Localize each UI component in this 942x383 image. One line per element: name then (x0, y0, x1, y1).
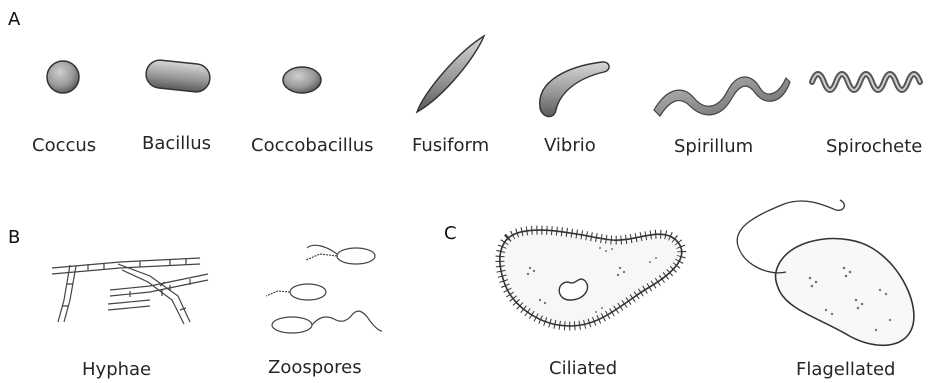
coccus-label: Coccus (32, 136, 96, 156)
bacillus-label: Bacillus (142, 134, 211, 154)
bacillus-shape (145, 59, 212, 94)
vibrio-shape (540, 62, 609, 117)
panel-c-letter: C (444, 224, 457, 244)
flagellated-label: Flagellated (796, 360, 895, 380)
flagellated-drawing (737, 200, 914, 345)
ciliated-drawing (500, 230, 682, 326)
ciliated-label: Ciliated (549, 359, 617, 379)
spirillum-label: Spirillum (674, 137, 753, 157)
panel-a-letter: A (8, 10, 20, 30)
fusiform-shape (417, 36, 484, 112)
panel-b-letter: B (8, 228, 20, 248)
spirochete-shape (812, 74, 920, 90)
hyphae-drawing (52, 258, 208, 324)
spirochete-label: Spirochete (826, 137, 922, 157)
fusiform-label: Fusiform (412, 136, 489, 156)
zoospores-drawing (266, 245, 382, 333)
coccobacillus-shape (283, 67, 321, 93)
coccobacillus-label: Coccobacillus (251, 136, 374, 156)
hyphae-label: Hyphae (82, 360, 151, 380)
coccus-shape (47, 61, 79, 93)
spirillum-shape (654, 77, 790, 116)
vibrio-label: Vibrio (544, 136, 596, 156)
zoospores-label: Zoospores (268, 358, 362, 378)
